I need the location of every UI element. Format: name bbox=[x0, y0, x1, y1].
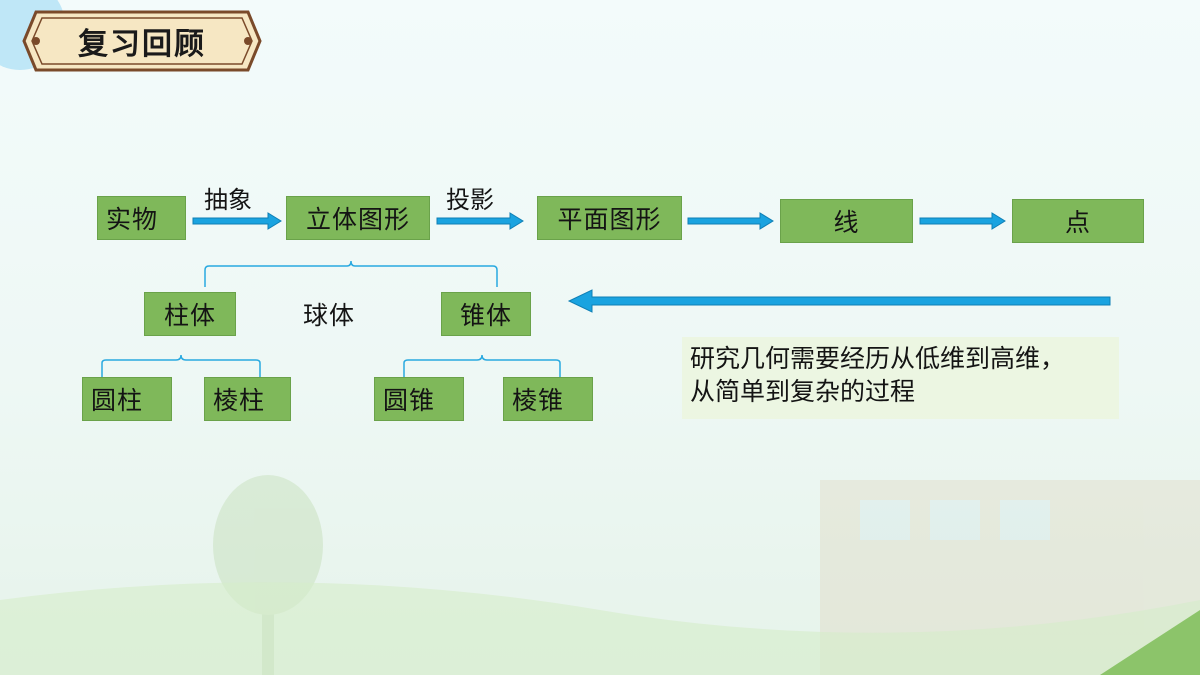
node-cylinder: 圆柱 bbox=[82, 377, 172, 421]
node-pyramid: 棱锥 bbox=[503, 377, 593, 421]
node-point: 点 bbox=[1012, 199, 1144, 243]
node-sphere: 球体 bbox=[302, 301, 355, 330]
summary-note-line1: 研究几何需要经历从低维到高维， bbox=[690, 344, 1066, 373]
node-solid-figure: 立体图形 bbox=[286, 196, 430, 240]
node-circular-cone: 圆锥 bbox=[374, 377, 464, 421]
node-prism-body: 柱体 bbox=[144, 292, 236, 336]
page-title: 复习回顾 bbox=[78, 27, 206, 62]
abstract-label: 抽象 bbox=[204, 186, 252, 214]
node-cone-body: 锥体 bbox=[441, 292, 531, 336]
node-line: 线 bbox=[780, 199, 913, 243]
summary-note-line2: 从简单到复杂的过程 bbox=[690, 377, 916, 406]
projection-label: 投影 bbox=[446, 186, 494, 214]
node-real-object: 实物 bbox=[97, 196, 186, 240]
ground-hill bbox=[0, 582, 1200, 675]
summary-note: 研究几何需要经历从低维到高维， 从简单到复杂的过程 bbox=[682, 337, 1119, 419]
corner-leaf bbox=[1100, 610, 1200, 675]
node-prism: 棱柱 bbox=[204, 377, 291, 421]
title-badge bbox=[22, 10, 262, 72]
node-plane-figure: 平面图形 bbox=[537, 196, 682, 240]
